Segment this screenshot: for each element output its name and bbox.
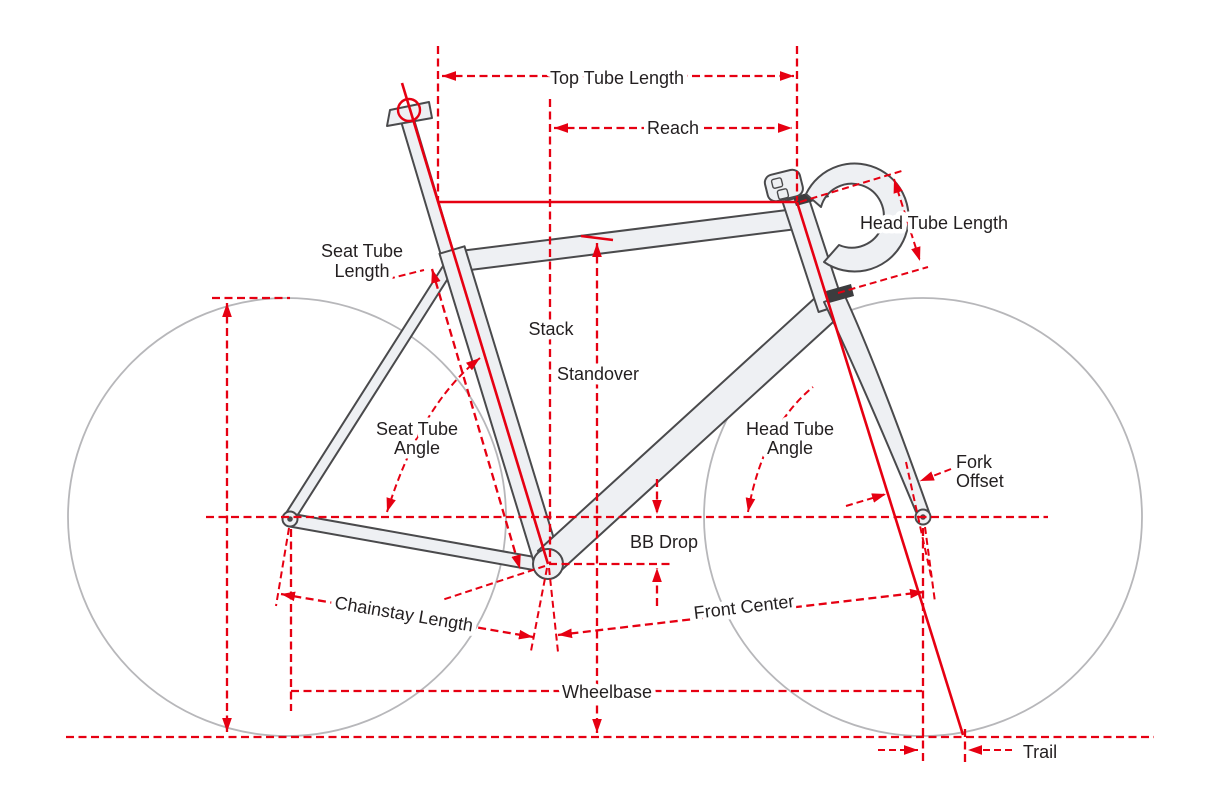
chainstay — [287, 512, 551, 574]
label-fork-offset-2: Offset — [956, 471, 1004, 491]
label-top-tube-length: Top Tube Length — [550, 68, 684, 88]
label-trail: Trail — [1023, 742, 1057, 762]
standover-tick — [580, 234, 614, 242]
fork-crown — [826, 284, 854, 303]
ext-head-tube-top — [799, 169, 906, 203]
ext-chainstay-rear — [275, 527, 290, 607]
label-seat-tube-length-1: Seat Tube — [321, 241, 403, 261]
leader-bb-chainstay — [441, 565, 546, 601]
label-head-tube-angle-1: Head Tube — [746, 419, 834, 439]
fork-offset-parallel-line — [905, 461, 932, 577]
leader-seat-tube-length — [387, 269, 425, 280]
hood-detail-top — [770, 177, 784, 189]
label-chainstay-length: Chainstay Length — [333, 592, 474, 635]
ext-front-center-front — [924, 526, 936, 603]
seat-stay — [284, 258, 458, 521]
bike-frame — [281, 101, 932, 580]
ext-front-center-bb — [548, 567, 559, 653]
saddle-clamp-circle — [396, 97, 422, 123]
fork-blade — [823, 293, 930, 513]
label-head-tube-length: Head Tube Length — [860, 213, 1008, 233]
label-seat-tube-angle-1: Seat Tube — [376, 419, 458, 439]
label-head-tube-angle-2: Angle — [767, 438, 813, 458]
hood-detail-bottom — [776, 188, 790, 200]
label-bb-drop: BB Drop — [630, 532, 698, 552]
label-standover: Standover — [557, 364, 639, 384]
label-stack: Stack — [528, 319, 574, 339]
brake-hood — [763, 168, 804, 203]
label-seat-tube-angle-2: Angle — [394, 438, 440, 458]
dim-front-center — [557, 588, 925, 639]
label-reach: Reach — [647, 118, 699, 138]
label-seat-tube-length-2: Length — [334, 261, 389, 281]
leader-head-tube-angle — [845, 493, 887, 507]
dimension-lines — [66, 46, 1154, 764]
steering-axis-line — [795, 201, 965, 736]
top-tube — [451, 208, 798, 273]
label-fork-offset-1: Fork — [956, 452, 993, 472]
dim-head-tube-length — [893, 178, 921, 262]
arc-seat-tube-angle — [386, 357, 481, 513]
label-front-center: Front Center — [693, 591, 796, 623]
arc-head-tube-angle — [745, 386, 814, 513]
ext-head-tube-bottom — [837, 266, 929, 294]
seat-tube-axis-line — [400, 82, 550, 565]
handlebar-drop — [805, 162, 910, 273]
label-wheelbase: Wheelbase — [562, 682, 652, 702]
ext-chainstay-bb — [530, 567, 548, 652]
leader-fork-offset — [919, 468, 952, 482]
dim-chainstay-length — [280, 591, 534, 640]
